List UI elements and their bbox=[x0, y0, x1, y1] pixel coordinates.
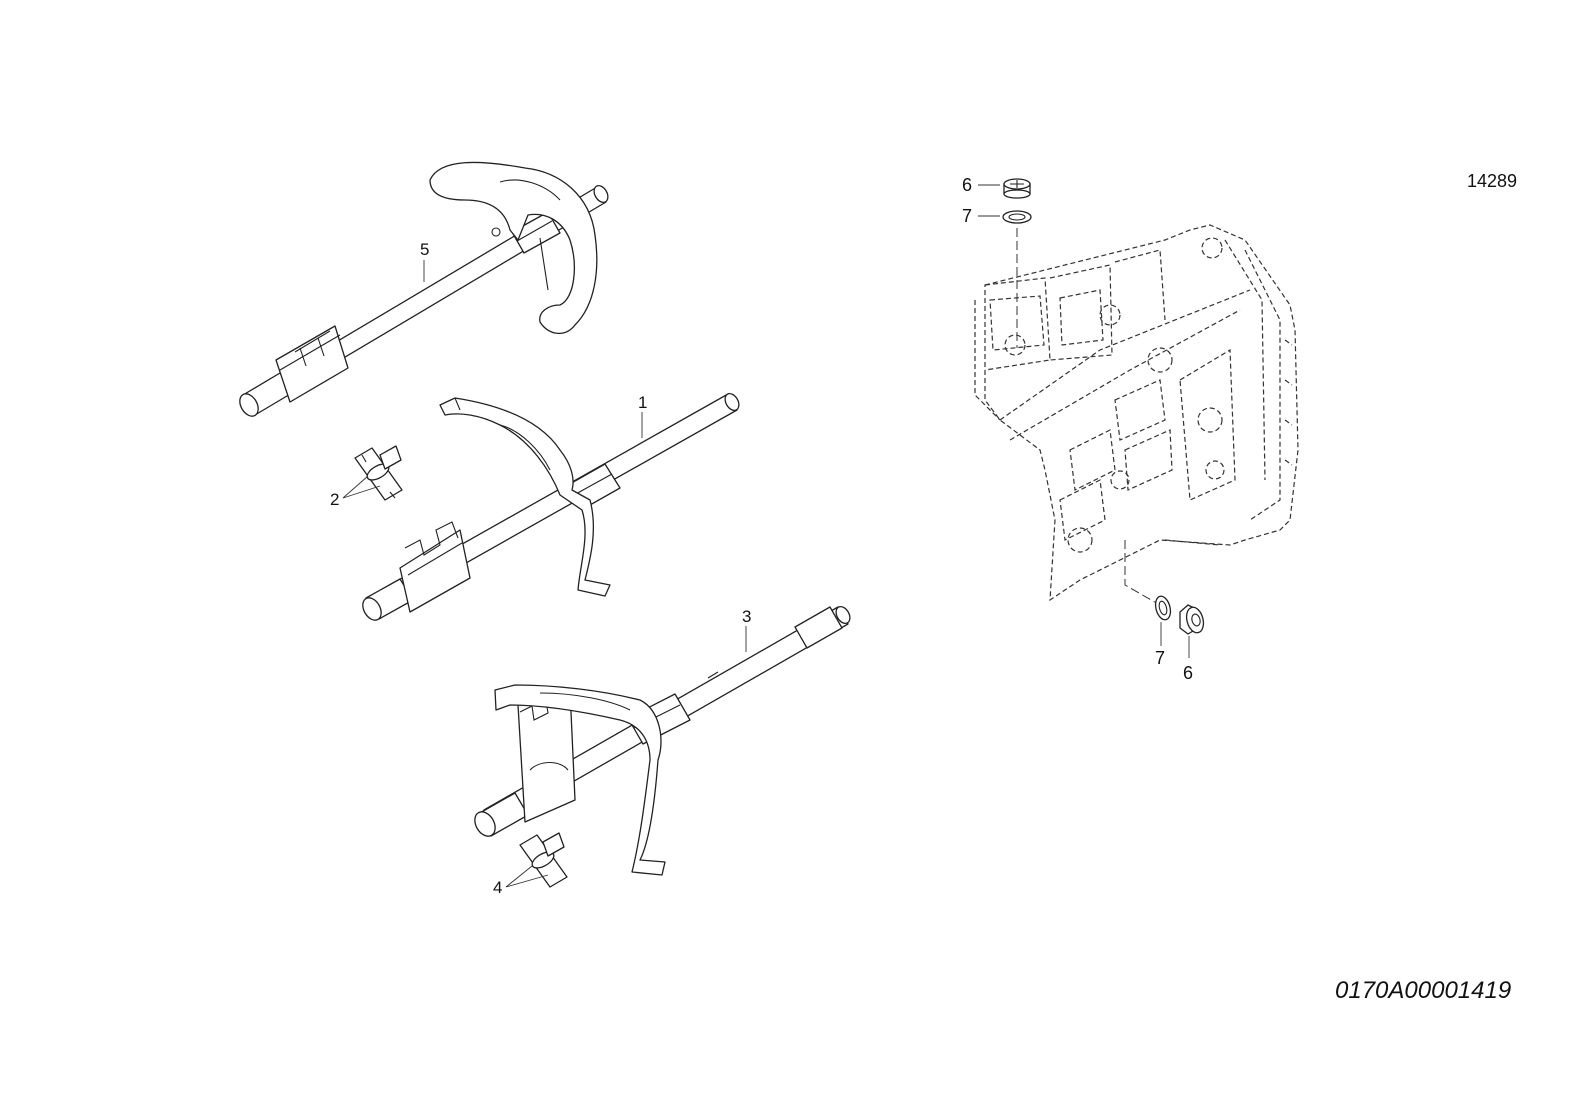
shift-rail-3 bbox=[474, 605, 851, 876]
callout-2: 2 bbox=[330, 490, 339, 509]
callout-3: 3 bbox=[742, 607, 751, 626]
screw-plug-6-top bbox=[1003, 178, 1031, 199]
roll-pins-2 bbox=[354, 445, 403, 501]
roll-pins-4 bbox=[519, 832, 568, 888]
callout-1: 1 bbox=[638, 393, 647, 412]
callout-7-side: 7 bbox=[1155, 648, 1165, 668]
shift-rail-5 bbox=[239, 161, 609, 417]
callout-7-top: 7 bbox=[962, 206, 972, 226]
sealing-ring-7-side bbox=[1154, 595, 1172, 621]
reference-number: 14289 bbox=[1467, 171, 1517, 191]
callout-6-side: 6 bbox=[1183, 663, 1193, 683]
callout-5: 5 bbox=[420, 240, 429, 259]
callout-6-top: 6 bbox=[962, 175, 972, 195]
drawing-code: 0170A00001419 bbox=[1335, 977, 1511, 1004]
transmission-housing-phantom bbox=[974, 224, 1299, 602]
sealing-ring-7-top bbox=[1002, 210, 1032, 224]
screw-plug-6-side bbox=[1179, 604, 1205, 635]
callout-4: 4 bbox=[493, 878, 502, 897]
shift-rail-1 bbox=[362, 392, 740, 621]
